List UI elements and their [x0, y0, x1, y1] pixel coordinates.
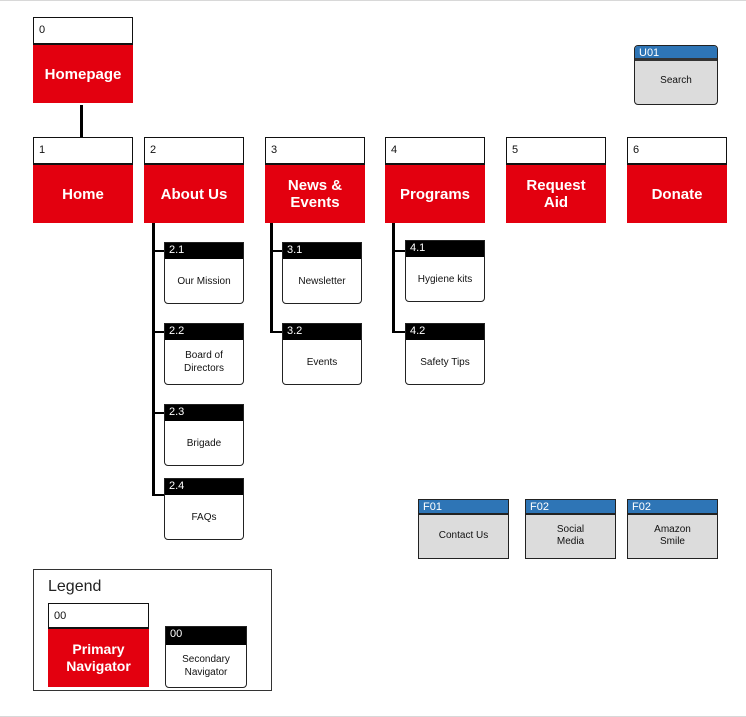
- legend-title: Legend: [48, 578, 102, 595]
- node-label: Brigade: [186, 437, 222, 449]
- connector-about-2-3: [152, 412, 165, 414]
- secondary-node-newsletter[interactable]: 3.1 Newsletter: [282, 242, 362, 304]
- node-number: 1: [33, 137, 133, 163]
- connector-about-2-4: [152, 494, 165, 496]
- node-number: 2.2: [165, 324, 243, 340]
- node-label: Home: [33, 163, 133, 223]
- node-label: Our Mission: [177, 275, 231, 287]
- homepage-number: 0: [33, 17, 133, 43]
- node-label: Hygiene kits: [417, 273, 473, 285]
- node-number: 00: [48, 603, 149, 627]
- legend-secondary-navigator: 00 Secondary Navigator: [165, 626, 247, 688]
- node-label: FAQs: [191, 511, 217, 523]
- primary-node-programs[interactable]: 4 Programs: [385, 137, 485, 225]
- node-label: Request Aid: [506, 163, 606, 223]
- connector-programs-trunk: [392, 222, 395, 333]
- secondary-node-hygiene-kits[interactable]: 4.1 Hygiene kits: [405, 240, 485, 302]
- node-number: 2.1: [165, 243, 243, 259]
- connector-about-trunk: [152, 222, 155, 496]
- node-label: News & Events: [265, 163, 365, 223]
- node-label: About Us: [144, 163, 244, 223]
- node-label: Safety Tips: [420, 356, 470, 368]
- node-number: F02: [526, 500, 615, 515]
- secondary-node-events[interactable]: 3.2 Events: [282, 323, 362, 385]
- node-label: Secondary Navigator: [182, 654, 230, 678]
- legend: Legend 00 Primary Navigator 00 Secondary…: [33, 569, 272, 691]
- primary-node-donate[interactable]: 6 Donate: [627, 137, 727, 225]
- connector-programs-4-2: [392, 331, 405, 333]
- node-number: 3.1: [283, 243, 361, 259]
- connector-news-3-2: [270, 331, 283, 333]
- secondary-node-faqs[interactable]: 2.4 FAQs: [164, 478, 244, 540]
- node-number: U01: [635, 46, 717, 61]
- node-number: 5: [506, 137, 606, 163]
- node-label: Contact Us: [438, 529, 489, 541]
- node-label: Search: [660, 75, 692, 86]
- legend-primary-navigator: 00 Primary Navigator: [48, 603, 149, 689]
- homepage-label: Homepage: [33, 43, 133, 103]
- node-number: 3.2: [283, 324, 361, 340]
- secondary-node-our-mission[interactable]: 2.1 Our Mission: [164, 242, 244, 304]
- node-label: Social Media: [556, 523, 585, 547]
- node-number: F02: [628, 500, 717, 515]
- node-label: Amazon Smile: [654, 523, 691, 547]
- connector-news-trunk: [270, 222, 273, 333]
- primary-node-news-events[interactable]: 3 News & Events: [265, 137, 365, 225]
- primary-node-home[interactable]: 1 Home: [33, 137, 133, 225]
- footer-node-social-media[interactable]: F02 Social Media: [525, 499, 616, 559]
- connector-home: [80, 105, 83, 138]
- node-label: Newsletter: [298, 275, 346, 287]
- secondary-node-board-of-directors[interactable]: 2.2 Board of Directors: [164, 323, 244, 385]
- node-number: 2.4: [165, 479, 243, 495]
- node-number: F01: [419, 500, 508, 515]
- homepage-node[interactable]: 0 Homepage: [33, 17, 133, 105]
- node-number: 3: [265, 137, 365, 163]
- node-number: 4: [385, 137, 485, 163]
- secondary-node-safety-tips[interactable]: 4.2 Safety Tips: [405, 323, 485, 385]
- node-label: Primary Navigator: [48, 627, 149, 687]
- connector-about-2-1: [152, 250, 165, 252]
- primary-node-request-aid[interactable]: 5 Request Aid: [506, 137, 606, 225]
- node-label: Donate: [627, 163, 727, 223]
- connector-programs-4-1: [392, 250, 405, 252]
- node-number: 4.1: [406, 241, 484, 257]
- connector-news-3-1: [270, 250, 283, 252]
- primary-node-about-us[interactable]: 2 About Us: [144, 137, 244, 225]
- node-number: 00: [166, 627, 246, 645]
- connector-about-2-2: [152, 331, 165, 333]
- node-number: 4.2: [406, 324, 484, 340]
- node-number: 2.3: [165, 405, 243, 421]
- footer-node-amazon-smile[interactable]: F02 Amazon Smile: [627, 499, 718, 559]
- node-number: 6: [627, 137, 727, 163]
- secondary-node-brigade[interactable]: 2.3 Brigade: [164, 404, 244, 466]
- node-label: Events: [306, 356, 338, 368]
- utility-node-search[interactable]: U01 Search: [634, 45, 718, 105]
- node-label: Board of Directors: [183, 350, 224, 374]
- node-number: 2: [144, 137, 244, 163]
- footer-node-contact-us[interactable]: F01 Contact Us: [418, 499, 509, 559]
- node-label: Programs: [385, 163, 485, 223]
